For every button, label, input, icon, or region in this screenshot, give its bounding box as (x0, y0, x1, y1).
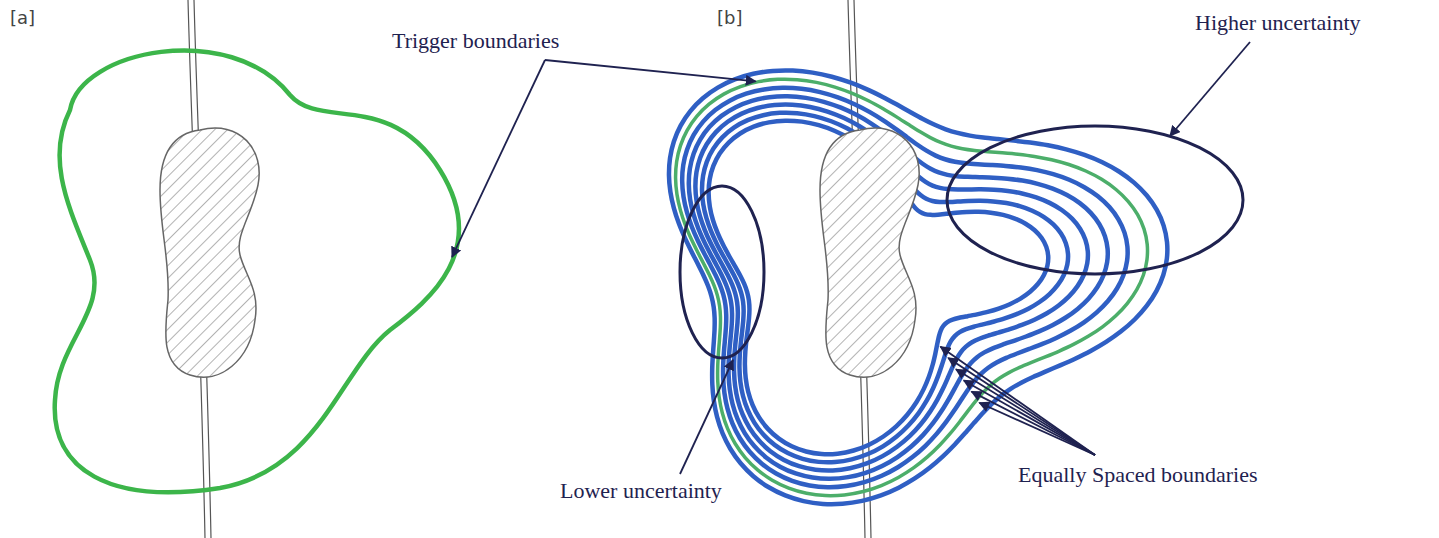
leader-line (452, 60, 545, 257)
leader-line (1170, 42, 1250, 136)
callout-label: Higher uncertainty (1195, 10, 1361, 35)
callout-label: Trigger boundaries (392, 28, 559, 53)
panel-letter: [b] (717, 8, 742, 29)
panel-a (55, 0, 459, 538)
leader-lines (452, 42, 1250, 474)
boundary-set (669, 70, 1167, 504)
uncertainty-ellipse (947, 126, 1243, 274)
uncertainty-boundary (689, 96, 1108, 479)
trigger-boundary (676, 79, 1148, 495)
panel-letter: [a] (10, 8, 35, 29)
orebody (820, 128, 919, 377)
uncertainty-ellipse (680, 186, 764, 358)
leader-line (680, 360, 733, 474)
callout-label: Equally Spaced boundaries (1018, 462, 1258, 487)
leader-line (979, 403, 1095, 455)
trigger-boundary (55, 51, 459, 493)
callout-label: Lower uncertainty (560, 478, 722, 503)
leader-line (545, 60, 756, 81)
uncertainty-boundary (695, 105, 1087, 471)
leader-line (940, 347, 1095, 455)
uncertainty-boundary (702, 113, 1068, 462)
uncertainty-boundary (669, 70, 1167, 504)
uncertainty-boundary (682, 88, 1127, 487)
orebody (160, 128, 259, 377)
